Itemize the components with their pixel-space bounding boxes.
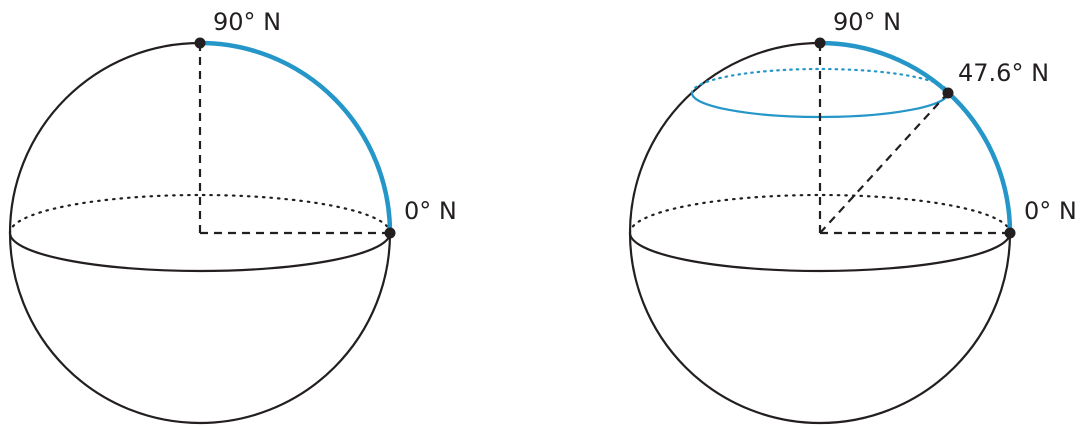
right-north-pole-point [814,37,826,49]
right-equator-back [628,193,1012,235]
right-north-label: 90° N [833,8,901,36]
left-arc-north-to-equator [197,40,393,236]
right-equator-point [1004,227,1016,239]
left-sphere: 90° N 0° N [8,8,457,425]
left-equator-label: 0° N [404,197,457,225]
right-arc-north-to-equator [817,40,1013,236]
left-equator-point [384,227,396,239]
right-equator-front [628,232,1012,273]
right-latitude-radius [819,92,949,234]
left-equator-front [8,232,392,273]
right-equator-label: 0° N [1024,197,1077,225]
right-latitude-label: 47.6° N [958,59,1049,87]
left-equator-back [8,193,392,235]
right-latitude-point [942,87,954,99]
left-north-label: 90° N [213,8,281,36]
right-sphere: 90° N 47.6° N 0° N [628,8,1077,425]
left-north-pole-point [194,37,206,49]
